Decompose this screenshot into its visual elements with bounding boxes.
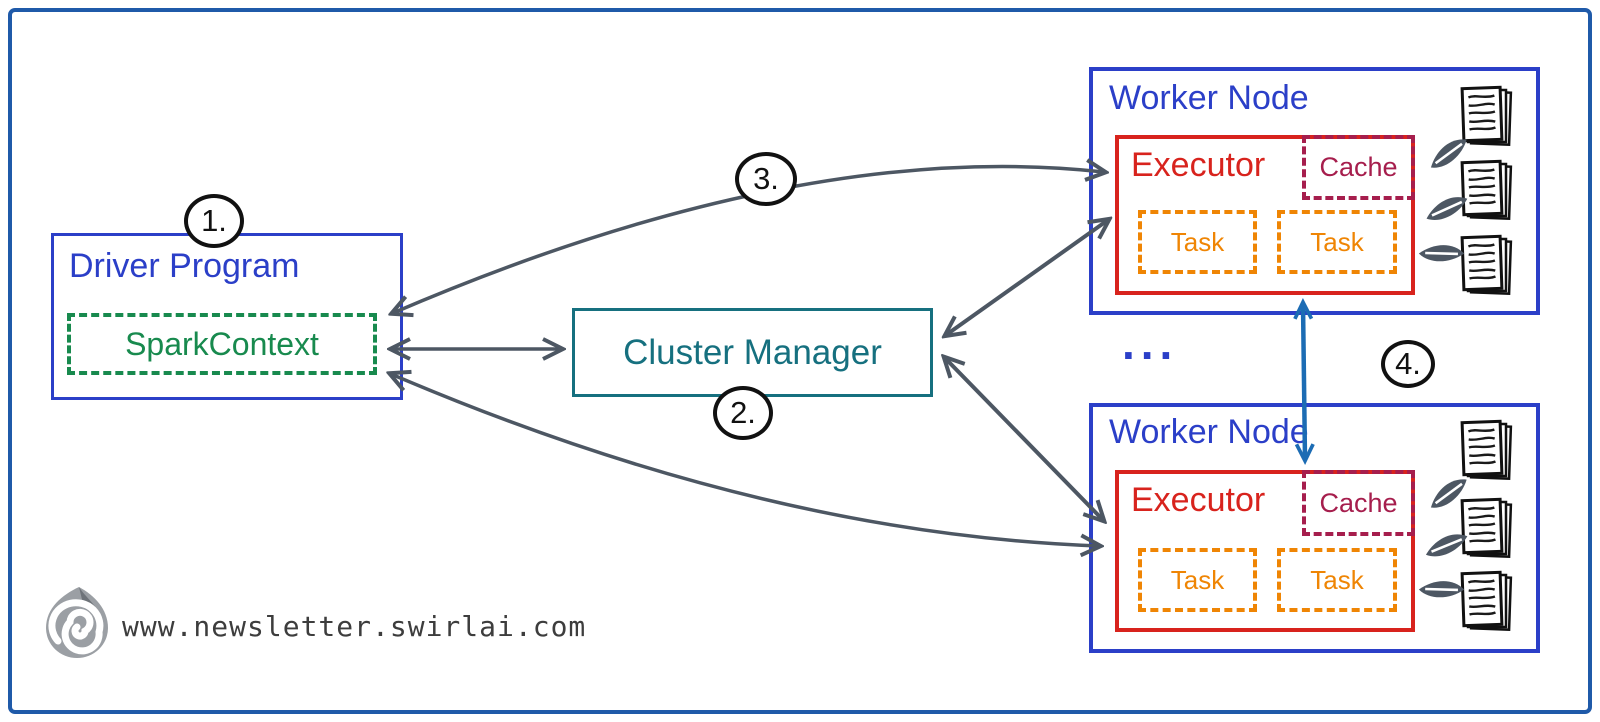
step-number: 3. [753, 161, 779, 196]
outer-frame [8, 8, 1592, 714]
task-label: Task [1170, 564, 1225, 595]
more-workers-ellipsis: ... [1122, 317, 1179, 369]
step-number: 4. [1395, 346, 1421, 381]
driver-program-title: Driver Program [69, 247, 300, 285]
watermark-url: www.newsletter.swirlai.com [122, 610, 587, 643]
task-box-top-2: Task [1277, 210, 1397, 274]
executor-top-label: Executor [1131, 146, 1266, 184]
cache-bottom-label: Cache [1319, 487, 1398, 518]
task-label: Task [1310, 564, 1364, 595]
task-label: Task [1170, 226, 1225, 257]
task-label: Task [1310, 226, 1364, 257]
step-circle-4: 4. [1381, 340, 1435, 388]
cache-top-box: Cache [1302, 135, 1415, 200]
cache-bottom-box: Cache [1302, 470, 1415, 536]
worker-node-bottom-title: Worker Node [1109, 413, 1309, 451]
step-number: 2. [730, 395, 756, 430]
step-circle-2: 2. [713, 386, 773, 440]
step-circle-1: 1. [184, 194, 244, 248]
executor-bottom-box [1115, 470, 1415, 632]
step-number: 1. [201, 203, 227, 238]
spark-context-label: SparkContext [125, 325, 319, 362]
cache-top-label: Cache [1319, 152, 1398, 182]
executor-top-box [1115, 135, 1415, 295]
task-box-bottom-2: Task [1277, 548, 1397, 612]
spark-context-box: SparkContext [67, 313, 377, 375]
worker-node-top-title: Worker Node [1109, 79, 1309, 117]
cluster-manager-box: Cluster Manager [572, 308, 933, 397]
executor-bottom-label: Executor [1131, 481, 1266, 519]
cluster-manager-label: Cluster Manager [623, 332, 882, 372]
task-box-top-1: Task [1138, 210, 1257, 274]
task-box-bottom-1: Task [1138, 548, 1257, 612]
step-circle-3: 3. [735, 152, 797, 206]
